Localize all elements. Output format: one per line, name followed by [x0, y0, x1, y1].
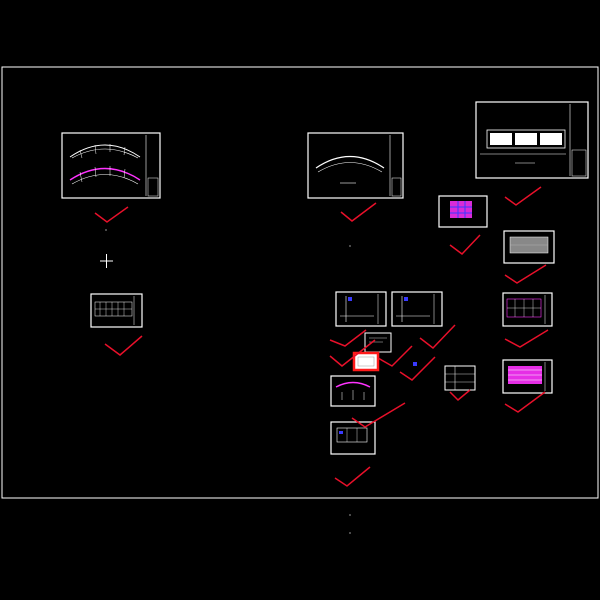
arc-plan-sheet-center[interactable]	[330, 375, 376, 407]
point-marker	[349, 514, 351, 516]
drawing-frame-border	[1, 66, 599, 499]
color-grid-sheet-right-2[interactable]	[502, 359, 553, 394]
check-mark	[419, 324, 456, 350]
selected-small-sheet[interactable]	[352, 351, 380, 372]
check-mark	[504, 329, 549, 348]
detail-sheet-center-2[interactable]	[391, 291, 443, 327]
color-grid-sheet-right-1[interactable]	[438, 195, 488, 228]
arch-plan-sheet-top-left[interactable]	[61, 132, 161, 199]
check-mark	[504, 264, 547, 284]
check-mark	[449, 389, 471, 402]
check-mark	[377, 345, 413, 367]
check-mark	[329, 329, 367, 347]
site-plan-sheet-top-right[interactable]	[475, 101, 589, 179]
check-mark	[351, 402, 406, 428]
small-note-sheet[interactable]	[364, 332, 392, 353]
check-mark	[504, 391, 546, 413]
arch-plan-sheet-top-center[interactable]	[307, 132, 404, 199]
check-mark	[104, 335, 143, 356]
point-marker	[349, 245, 351, 247]
check-mark	[94, 206, 129, 223]
check-mark	[340, 202, 377, 222]
elevation-sheet-left[interactable]	[90, 293, 143, 328]
frame-plan-sheet-right[interactable]	[502, 292, 553, 327]
point-marker	[105, 229, 107, 231]
blue-marker	[413, 362, 417, 366]
check-mark	[334, 466, 371, 487]
crosshair-cursor	[100, 254, 113, 268]
detail-sheet-center-1[interactable]	[335, 291, 387, 327]
check-mark	[449, 234, 481, 256]
check-mark	[329, 339, 376, 367]
check-mark	[504, 186, 542, 206]
point-marker	[349, 532, 351, 534]
section-sheet-center-bottom[interactable]	[330, 421, 376, 455]
gray-plan-sheet-right[interactable]	[503, 230, 555, 264]
table-sheet-small[interactable]	[444, 365, 476, 391]
check-mark	[399, 356, 436, 381]
review-check-marks	[94, 186, 549, 487]
